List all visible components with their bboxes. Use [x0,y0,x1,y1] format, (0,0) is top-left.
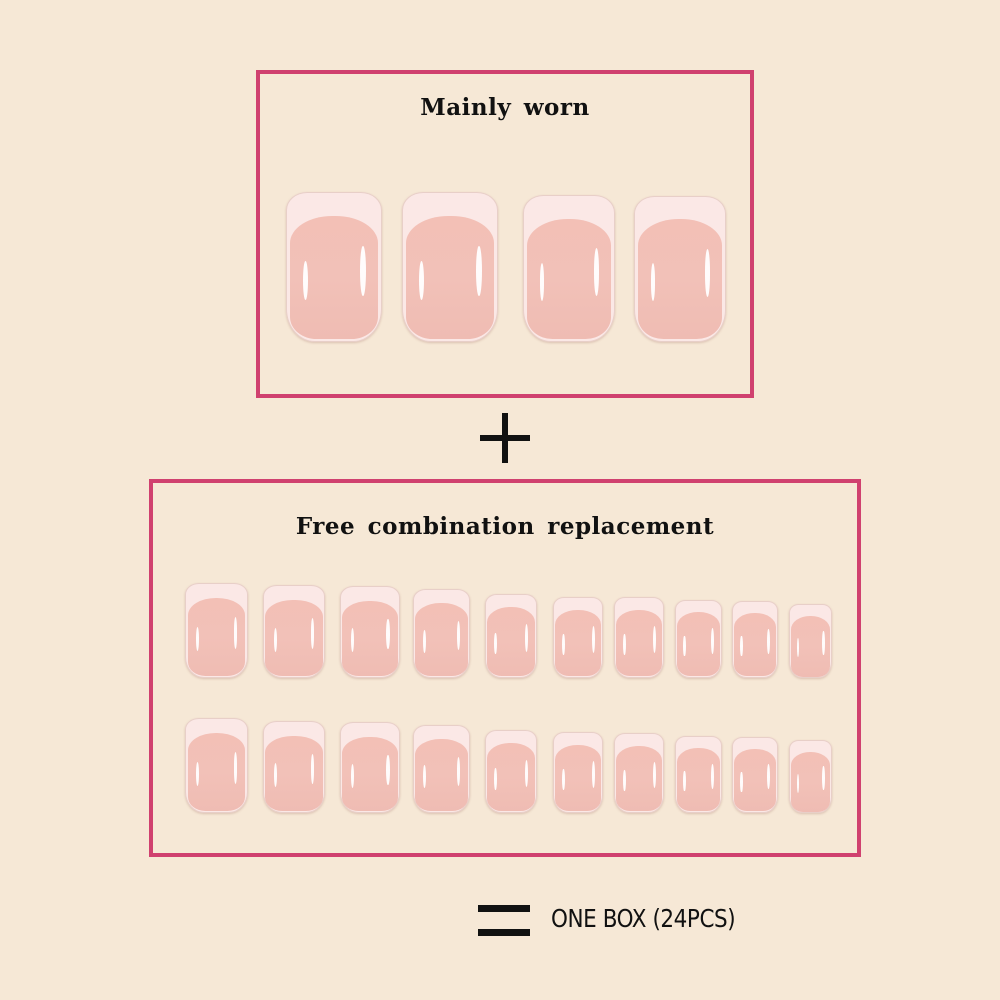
free-combination-title: Free combination replacement [295,513,715,540]
nail-image [413,725,470,813]
nail-image [553,597,603,678]
box-quantity-label: ONE BOX (24PCS) [551,904,736,933]
free-combination-frame: Free combination replacement [149,479,861,857]
nail-image [732,737,778,813]
nail-image [402,192,498,342]
nail-image [523,195,615,342]
nail-image [485,594,537,678]
nail-image [185,583,248,678]
nail-image [413,589,470,678]
nail-image [553,732,603,813]
nail-image [614,597,664,678]
nail-image [340,722,400,813]
nail-image [789,740,832,813]
nail-image [634,196,726,342]
nail-image [286,192,382,342]
nail-image [485,730,537,813]
nail-image [340,586,400,678]
mainly-worn-frame: Mainly worn [256,70,754,398]
nail-image [263,721,325,813]
equals-icon [478,905,530,937]
nail-image [614,733,664,813]
plus-icon [480,413,530,463]
nail-image [263,585,325,678]
nail-image [675,600,722,678]
nail-image [732,601,778,678]
nail-image [675,736,722,813]
mainly-worn-title: Mainly worn [420,94,590,121]
nail-image [185,718,248,813]
nail-image [789,604,832,678]
